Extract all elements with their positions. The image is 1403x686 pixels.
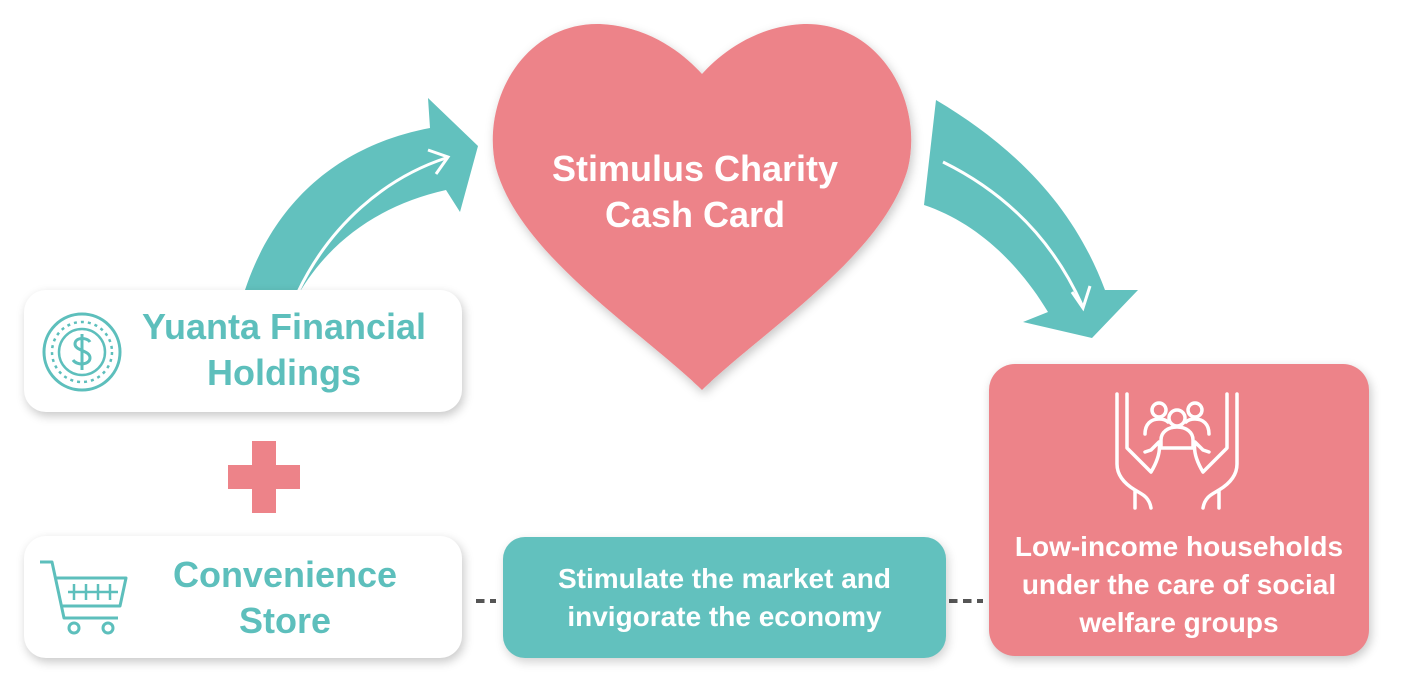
stimulate-label-line1: Stimulate the market and	[558, 562, 891, 594]
households-node: Low-income households under the care of …	[989, 364, 1369, 656]
households-label: Low-income households under the care of …	[989, 528, 1369, 642]
dashed-link-stimulate-households	[949, 599, 983, 603]
store-label-line1: Convenience	[172, 554, 398, 595]
yuanta-node: Yuanta Financial Holdings	[24, 290, 462, 412]
households-label-line2: under the care of social	[1021, 569, 1337, 600]
households-label-line3: welfare groups	[1079, 607, 1279, 638]
dashed-link-store-stimulate	[476, 599, 496, 603]
stimulate-label: Stimulate the market and invigorate the …	[558, 560, 891, 636]
stimulus-card-heart	[492, 23, 912, 390]
stimulate-label-line2: invigorate the economy	[567, 600, 882, 632]
yuanta-label-line1: Yuanta Financial	[141, 306, 427, 347]
households-label-line1: Low-income households	[1014, 531, 1344, 562]
arrow-to-card	[245, 98, 478, 295]
shopping-cart-icon	[40, 560, 128, 635]
stimulus-card-label: Stimulus Charity Cash Card	[520, 146, 870, 238]
plus-icon	[228, 441, 300, 513]
yuanta-label: Yuanta Financial Holdings	[134, 304, 434, 396]
card-label-line2: Cash Card	[604, 194, 786, 235]
arrow-to-households	[924, 100, 1138, 338]
store-label-line2: Store	[238, 600, 332, 641]
store-label: Convenience Store	[160, 552, 410, 644]
stimulate-node: Stimulate the market and invigorate the …	[503, 537, 946, 658]
hands-people-icon	[1115, 392, 1239, 510]
card-label-line1: Stimulus Charity	[551, 148, 839, 189]
dollar-coin-icon	[42, 312, 122, 392]
convenience-store-node: Convenience Store	[24, 536, 462, 658]
yuanta-label-line2: Holdings	[207, 352, 361, 393]
